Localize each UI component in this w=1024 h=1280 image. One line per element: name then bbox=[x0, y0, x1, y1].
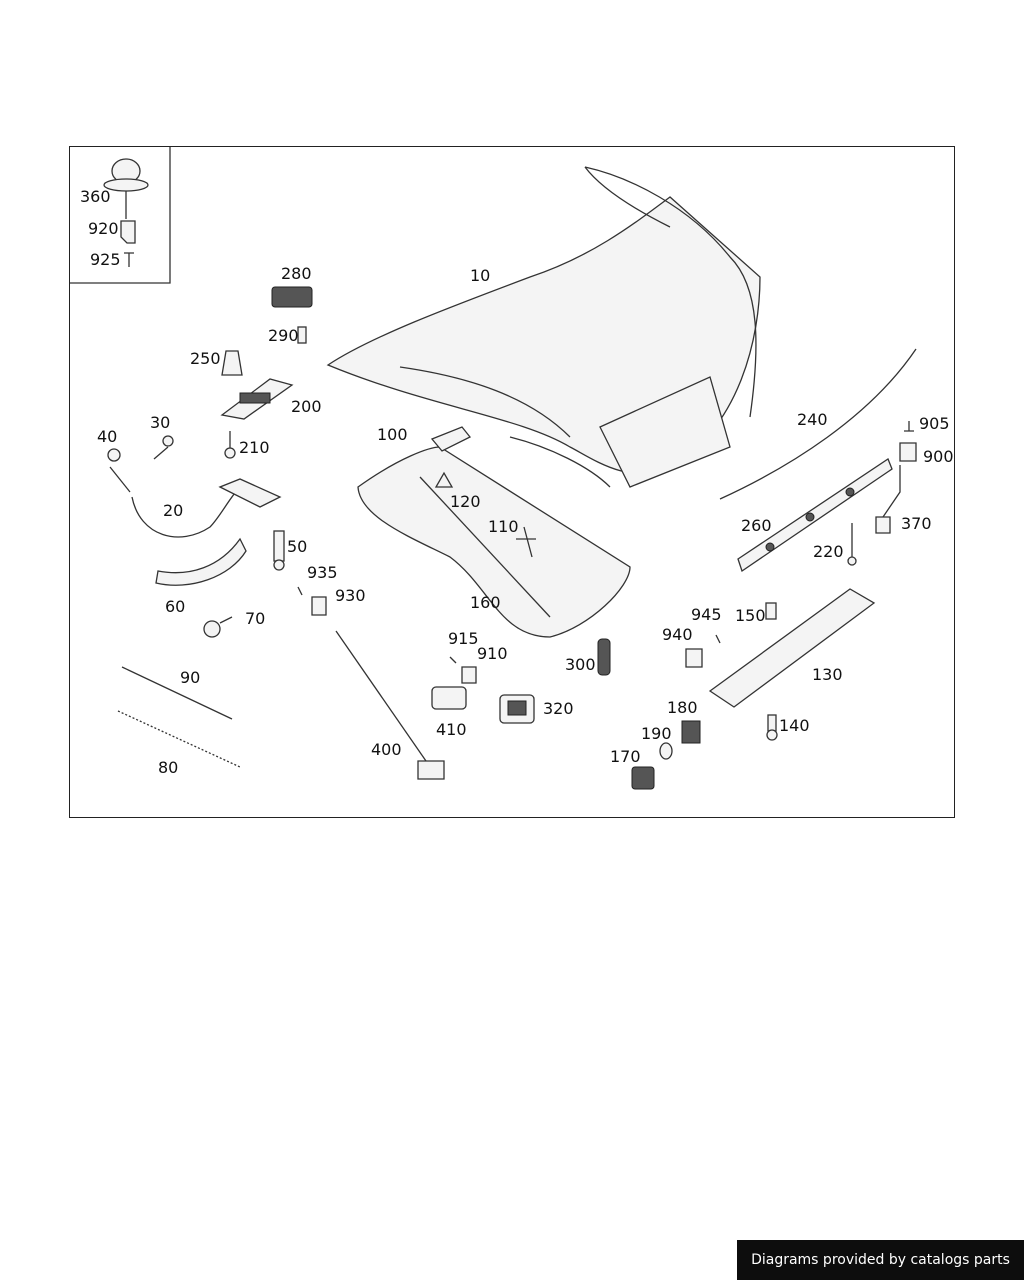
part-110-shape bbox=[516, 526, 536, 558]
callout-60: 60 bbox=[165, 597, 186, 616]
part-280-shape bbox=[271, 286, 313, 308]
part-925-shape bbox=[124, 252, 134, 267]
callout-900: 900 bbox=[923, 447, 954, 466]
part-40-shape bbox=[107, 448, 121, 462]
callout-240: 240 bbox=[797, 410, 828, 429]
part-30-shape bbox=[153, 435, 174, 460]
part-120-shape bbox=[434, 471, 454, 488]
part-915-shape bbox=[449, 656, 457, 664]
part-320-shape bbox=[499, 694, 535, 724]
callout-100: 100 bbox=[377, 425, 408, 444]
callout-905: 905 bbox=[919, 414, 950, 433]
callout-250: 260 bbox=[741, 516, 772, 535]
callout-260: 220 bbox=[813, 542, 844, 561]
part-240-shape bbox=[719, 348, 917, 500]
callout-160: 160 bbox=[470, 593, 501, 612]
part-160-shape bbox=[357, 446, 631, 638]
callout-940: 940 bbox=[662, 625, 693, 644]
callout-10: 10 bbox=[470, 266, 491, 285]
part-905-shape bbox=[904, 421, 914, 432]
callout-320: 320 bbox=[543, 699, 574, 718]
part-940-shape bbox=[685, 648, 703, 668]
callout-370: 370 bbox=[901, 514, 932, 533]
part-260-shape bbox=[847, 523, 857, 566]
callout-30: 30 bbox=[150, 413, 171, 432]
callout-120: 120 bbox=[450, 492, 481, 511]
callout-130: 130 bbox=[812, 665, 843, 684]
callout-70: 70 bbox=[245, 609, 266, 628]
part-50-shape bbox=[273, 530, 285, 571]
part-930-shape bbox=[311, 596, 327, 616]
callout-290: 290 bbox=[268, 326, 299, 345]
part-20-shape bbox=[109, 466, 282, 538]
callout-180: 180 bbox=[667, 698, 698, 717]
part-130-shape bbox=[708, 588, 876, 708]
part-170-shape bbox=[631, 766, 655, 790]
inset-box bbox=[70, 147, 171, 284]
callout-410: 410 bbox=[436, 720, 467, 739]
callout-170: 170 bbox=[610, 747, 641, 766]
part-290-shape bbox=[297, 326, 307, 344]
part-410-shape bbox=[431, 686, 467, 710]
part-150-shape bbox=[765, 602, 777, 620]
part-90-shape bbox=[121, 666, 233, 720]
part-140-shape bbox=[766, 714, 778, 741]
part-220-shape bbox=[221, 350, 243, 376]
callout-920: 920 bbox=[88, 219, 119, 238]
callout-360: 360 bbox=[80, 187, 111, 206]
callout-925: 925 bbox=[90, 250, 121, 269]
part-100-shape bbox=[430, 426, 472, 452]
callout-400: 400 bbox=[371, 740, 402, 759]
callout-930: 930 bbox=[335, 586, 366, 605]
callout-190: 190 bbox=[641, 724, 672, 743]
callout-110: 110 bbox=[488, 517, 519, 536]
part-370-shape bbox=[875, 465, 901, 534]
callout-945: 945 bbox=[691, 605, 722, 624]
part-210-shape bbox=[224, 431, 236, 459]
callout-915: 915 bbox=[448, 629, 479, 648]
part-70-shape bbox=[203, 616, 233, 638]
trunk-lid-exploded-diagram bbox=[70, 147, 917, 790]
part-910-shape bbox=[461, 666, 477, 684]
part-80-shape bbox=[117, 710, 241, 768]
callout-210: 210 bbox=[239, 438, 270, 457]
part-360-shape bbox=[103, 158, 149, 219]
part-60-shape bbox=[155, 537, 247, 586]
part-180-shape bbox=[681, 720, 701, 744]
part-10-shape bbox=[326, 166, 761, 488]
part-935-shape bbox=[297, 586, 303, 596]
callout-200: 200 bbox=[291, 397, 322, 416]
part-300-shape bbox=[597, 638, 611, 676]
callout-20: 20 bbox=[163, 501, 184, 520]
callout-140: 140 bbox=[779, 716, 810, 735]
part-190-shape bbox=[659, 742, 673, 760]
part-920-shape bbox=[120, 220, 136, 244]
callout-220: 250 bbox=[190, 349, 221, 368]
part-900-shape bbox=[899, 442, 917, 462]
callout-80: 80 bbox=[158, 758, 179, 777]
credit-banner: Diagrams provided by catalogs parts bbox=[737, 1240, 1024, 1280]
callout-935: 935 bbox=[307, 563, 338, 582]
part-400-shape bbox=[335, 630, 445, 780]
diagram-frame bbox=[69, 146, 955, 818]
part-200-shape bbox=[220, 378, 294, 420]
part-945-shape bbox=[715, 634, 721, 644]
callout-300: 300 bbox=[565, 655, 596, 674]
callout-280: 280 bbox=[281, 264, 312, 283]
part-250-shape bbox=[737, 458, 893, 573]
callout-150: 150 bbox=[735, 606, 766, 625]
callout-90: 90 bbox=[180, 668, 201, 687]
callout-40: 40 bbox=[97, 427, 118, 446]
callout-910: 910 bbox=[477, 644, 508, 663]
callout-50: 50 bbox=[287, 537, 308, 556]
